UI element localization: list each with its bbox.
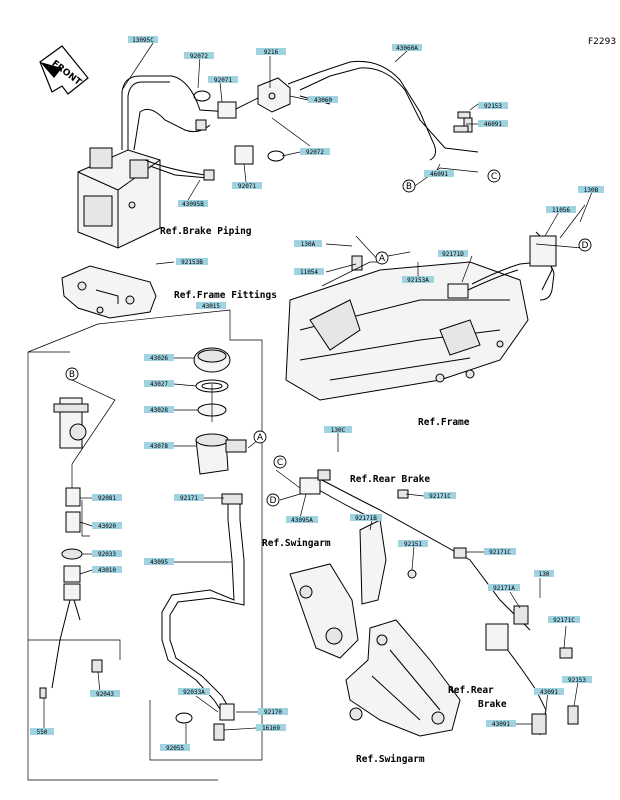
part-label: 43027	[150, 381, 168, 388]
part-label: 43095A	[291, 517, 313, 524]
connector-c-upper: C	[491, 172, 497, 182]
part-label: 92171A	[493, 585, 515, 592]
part-label: 92170	[264, 709, 282, 716]
part-label: 16169	[262, 725, 280, 732]
part-label: 130A	[301, 241, 316, 248]
part-label: 11054	[300, 269, 318, 276]
caliper-bracket	[359, 519, 387, 605]
ref-rear-line1: Ref.Rear	[448, 685, 494, 696]
part-label: 43060	[314, 97, 332, 104]
connector-c-lower: C	[277, 458, 283, 468]
connector-markers: B C A D B A C D	[65, 169, 592, 507]
part-label: 92081	[98, 495, 116, 502]
swingarm-pivot-left	[289, 563, 359, 659]
front-arrow: FRONT	[39, 45, 89, 95]
connector-b-lower: B	[69, 370, 75, 380]
part-label: 130C	[331, 427, 346, 434]
part-label: 92071	[214, 77, 232, 84]
frame-fitting-bracket	[61, 265, 157, 319]
part-label: 43015	[202, 303, 220, 310]
part-label: 130B	[584, 187, 599, 194]
part-label: 43060A	[396, 45, 418, 52]
part-label: 92153	[568, 677, 586, 684]
part-label: 43095B	[182, 201, 204, 208]
part-label: 92151	[404, 541, 422, 548]
ref-brake-piping: Ref.Brake Piping	[160, 226, 252, 237]
ref-frame-fittings: Ref.Frame Fittings	[174, 290, 277, 301]
abs-joint-block	[257, 77, 291, 113]
part-label: 43026	[150, 355, 168, 362]
connector-d-upper: D	[582, 241, 589, 251]
part-label: 46091	[484, 121, 502, 128]
part-label: 92153B	[181, 259, 203, 266]
ref-swingarm-upper: Ref.Swingarm	[262, 538, 331, 549]
connector-a-upper: A	[379, 254, 386, 264]
union-fittings	[193, 90, 473, 181]
ref-rear-brake-upper: Ref.Rear Brake	[350, 474, 430, 485]
part-label: 92171D	[442, 251, 464, 258]
ref-swingarm-lower: Ref.Swingarm	[356, 754, 425, 765]
part-label: 46091	[430, 171, 448, 178]
master-cylinder	[39, 397, 103, 699]
part-label: 9216	[264, 49, 279, 56]
part-label: 92171C	[553, 617, 575, 624]
part-label: 43010	[98, 567, 116, 574]
connector-d-lower: D	[270, 496, 277, 506]
part-label: 13095C	[132, 37, 154, 44]
part-label: 92043	[96, 691, 114, 698]
ref-rear-line2: Brake	[478, 699, 507, 710]
part-label: 92153	[484, 103, 502, 110]
swingarm-lower	[345, 619, 461, 737]
part-number-labels: 13095C 92072 9216 43060A 92071 43060 921…	[30, 36, 604, 752]
part-label: 43091	[540, 689, 558, 696]
brake-pipes-upper	[121, 60, 479, 179]
diagram-code: F2293	[588, 37, 616, 47]
ref-frame: Ref.Frame	[418, 417, 470, 428]
part-label: 92033A	[183, 689, 205, 696]
reservoir-hose	[161, 493, 245, 741]
part-label: 550	[37, 729, 48, 736]
guide-lines	[27, 117, 586, 781]
part-label: 92171	[180, 495, 198, 502]
abs-unit	[77, 147, 161, 249]
connector-b-upper: B	[406, 182, 412, 192]
reference-labels: Ref.Brake Piping Ref.Frame Fittings Ref.…	[160, 226, 507, 765]
part-label: 92171B	[355, 515, 377, 522]
part-label: 92171C	[489, 549, 511, 556]
rear-brake-hose	[299, 469, 579, 736]
part-label: 92055	[166, 745, 184, 752]
part-label: 43091	[492, 721, 510, 728]
rear-hose-upper	[351, 231, 557, 301]
part-label: 43078	[150, 443, 168, 450]
part-label: 92171C	[429, 493, 451, 500]
part-label: 92153A	[407, 277, 429, 284]
part-label: 43020	[98, 523, 116, 530]
part-label: 92072	[306, 149, 324, 156]
part-label: 92072	[190, 53, 208, 60]
connector-a-lower: A	[257, 433, 264, 443]
part-label: 92071	[238, 183, 256, 190]
reservoir-parts	[193, 347, 247, 475]
part-label: 130	[539, 571, 550, 578]
part-label: 11056	[552, 207, 570, 214]
part-label: 92033	[98, 551, 116, 558]
part-label: 43028	[150, 407, 168, 414]
part-label: 43095	[150, 559, 168, 566]
